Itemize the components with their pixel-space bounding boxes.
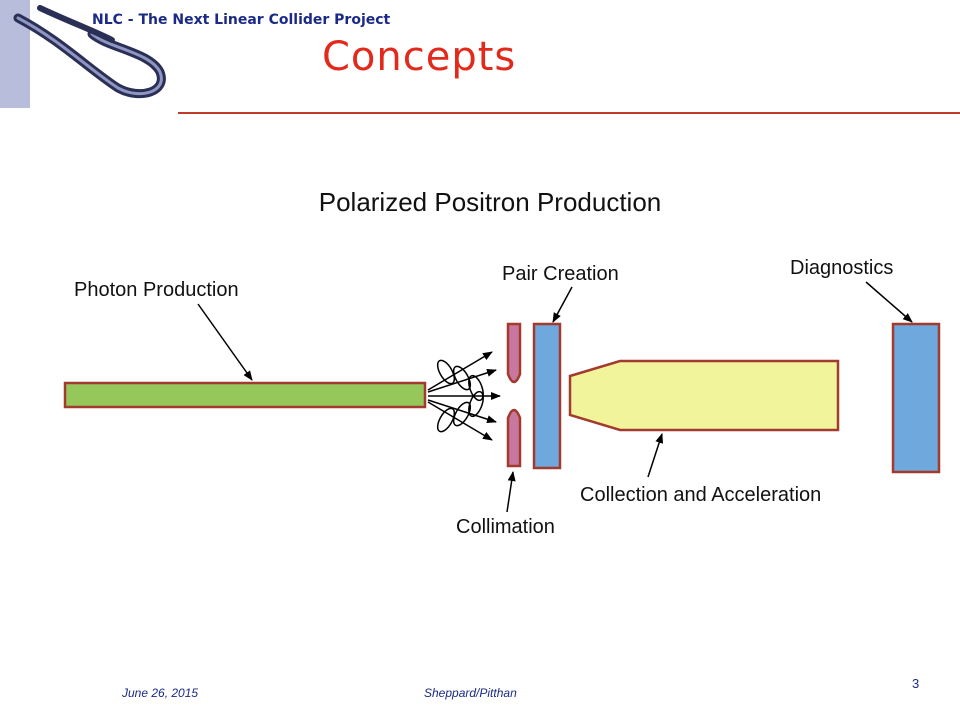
logo-swoosh-upper [37, 5, 115, 43]
arrow-collimation [506, 471, 516, 513]
photon-ray-upper-2 [427, 351, 493, 391]
arrow-collection-acceleration [647, 433, 664, 478]
nlc-logo [0, 0, 166, 108]
photon-ray-lower-1 [427, 399, 497, 424]
diagram-title: Polarized Positron Production [319, 187, 662, 217]
polarization-helix [452, 401, 472, 427]
label-collimation: Collimation [456, 516, 555, 538]
photon-ray-lower-2 [427, 401, 493, 441]
arrow-pair-creation [552, 286, 573, 323]
collimator-lower [506, 408, 522, 468]
polarization-helix [436, 359, 456, 385]
photon-beam [427, 351, 501, 441]
logo-swoosh-highlight [16, 16, 163, 96]
slide-title: Concepts [322, 34, 517, 80]
undulator-bar [63, 381, 427, 409]
polarization-helix [468, 374, 484, 402]
label-pair-creation: Pair Creation [502, 263, 619, 285]
arrow-diagnostics [865, 281, 913, 323]
arrow-photon-production [197, 303, 253, 381]
photon-ray-upper-1 [427, 368, 497, 393]
polarization-helix [436, 407, 456, 433]
pair-creation-target [532, 322, 562, 470]
project-name: NLC - The Next Linear Collider Project [92, 12, 391, 28]
label-diagnostics: Diagnostics [790, 257, 893, 279]
page-number: 3 [912, 676, 920, 691]
collimator-upper [506, 322, 522, 384]
polarization-helix [468, 390, 484, 418]
footer-author: Sheppard/Pitthan [424, 686, 517, 700]
footer-date: June 26, 2015 [122, 686, 199, 700]
header-divider [178, 112, 960, 114]
collection-accelerator [568, 359, 840, 432]
label-collection-acceleration: Collection and Acceleration [580, 484, 821, 506]
label-photon-production: Photon Production [74, 279, 239, 301]
polarization-helix [452, 365, 472, 391]
diagnostics-block [891, 322, 941, 474]
